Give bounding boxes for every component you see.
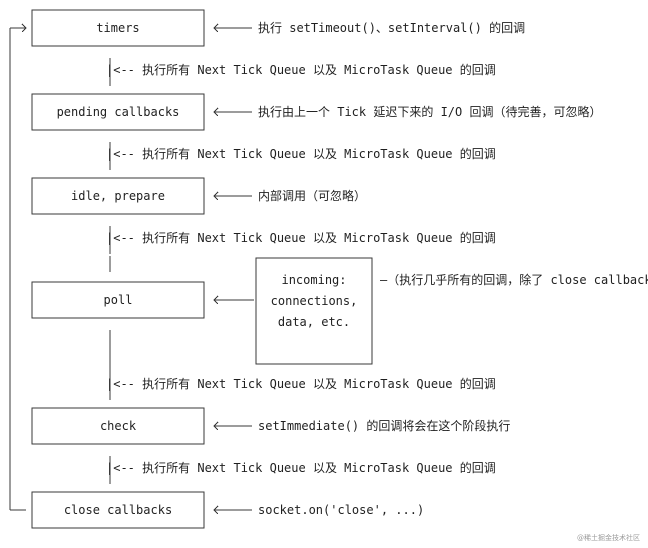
between-note: |<-- 执行所有 Next Tick Queue 以及 MicroTask Q… <box>106 376 496 391</box>
between-note: |<-- 执行所有 Next Tick Queue 以及 MicroTask Q… <box>106 62 496 77</box>
between-connector: |<-- 执行所有 Next Tick Queue 以及 MicroTask Q… <box>106 456 496 484</box>
phase-annotation: 执行 setTimeout()、setInterval() 的回调 <box>258 20 525 35</box>
phase-label: pending callbacks <box>57 105 180 119</box>
phase-annotation: setImmediate() 的回调将会在这个阶段执行 <box>258 418 510 433</box>
incoming-box: incoming: connections, data, etc. <box>255 257 373 365</box>
between-note: |<-- 执行所有 Next Tick Queue 以及 MicroTask Q… <box>106 230 496 245</box>
phase-pending-callbacks: pending callbacks 执行由上一个 Tick 延迟下来的 I/O … <box>31 93 601 131</box>
incoming-line: connections, <box>271 294 358 308</box>
between-connector: |<-- 执行所有 Next Tick Queue 以及 MicroTask Q… <box>106 142 496 170</box>
incoming-line: data, etc. <box>278 315 350 329</box>
phase-label: timers <box>96 21 139 35</box>
phase-label: idle, prepare <box>71 189 165 203</box>
phase-check: check setImmediate() 的回调将会在这个阶段执行 <box>31 407 510 445</box>
phase-timers: timers 执行 setTimeout()、setInterval() 的回调 <box>31 9 525 47</box>
phase-annotation: 内部调用（可忽略） <box>258 188 366 203</box>
between-connector: |<-- 执行所有 Next Tick Queue 以及 MicroTask Q… <box>106 58 496 86</box>
phase-poll: poll –（执行几乎所有的回调，除了 close callbacks <box>31 272 648 319</box>
phase-annotation: 执行由上一个 Tick 延迟下来的 I/O 回调（待完善，可忽略） <box>258 104 601 119</box>
loop-back-connector <box>9 23 27 511</box>
incoming-line: incoming: <box>281 273 346 287</box>
between-note: |<-- 执行所有 Next Tick Queue 以及 MicroTask Q… <box>106 460 496 475</box>
watermark: @稀土掘金技术社区 <box>577 533 640 542</box>
phase-annotation: –（执行几乎所有的回调，除了 close callbacks <box>380 272 648 287</box>
phase-idle-prepare: idle, prepare 内部调用（可忽略） <box>31 177 366 215</box>
phase-label: close callbacks <box>64 503 172 517</box>
phase-label: check <box>100 419 137 433</box>
phase-annotation: socket.on('close', ...) <box>258 503 424 517</box>
between-connector: |<-- 执行所有 Next Tick Queue 以及 MicroTask Q… <box>106 226 496 272</box>
phase-label: poll <box>104 293 133 307</box>
between-connector: |<-- 执行所有 Next Tick Queue 以及 MicroTask Q… <box>106 330 496 400</box>
between-note: |<-- 执行所有 Next Tick Queue 以及 MicroTask Q… <box>106 146 496 161</box>
phase-close-callbacks: close callbacks socket.on('close', ...) <box>31 491 424 529</box>
